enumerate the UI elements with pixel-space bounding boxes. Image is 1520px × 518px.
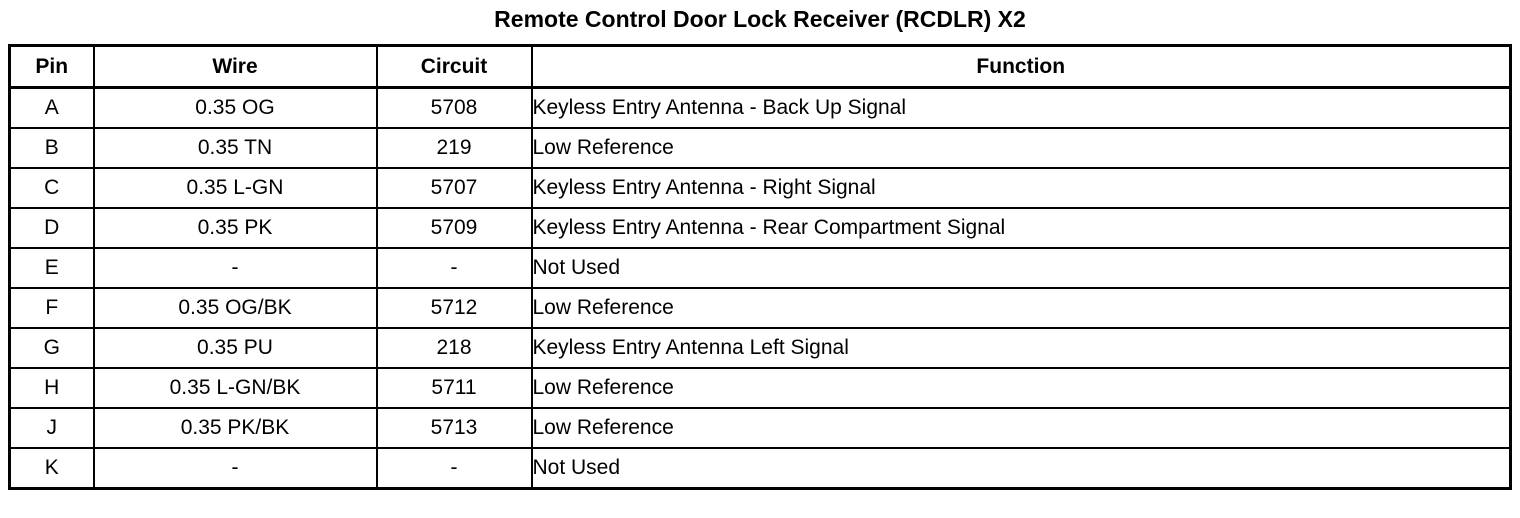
circuit-cell: 218 [375,327,533,369]
function-cell: Not Used [530,447,1512,490]
circuit-cell: 5707 [375,167,533,209]
header-row: Pin Wire Circuit Function [8,44,1512,89]
table-row: E--Not Used [8,247,1512,289]
pin-cell: D [8,207,95,249]
pin-cell: C [8,167,95,209]
column-header-circuit: Circuit [375,44,533,89]
column-header-function: Function [530,44,1512,89]
wire-cell: 0.35 L-GN/BK [92,367,378,409]
column-header-wire: Wire [92,44,378,89]
function-cell: Keyless Entry Antenna - Back Up Signal [530,86,1512,129]
pin-cell: F [8,287,95,329]
circuit-cell: - [375,447,533,490]
wire-cell: 0.35 PK [92,207,378,249]
circuit-cell: 5709 [375,207,533,249]
pin-cell: G [8,327,95,369]
wire-cell: 0.35 PK/BK [92,407,378,449]
function-cell: Low Reference [530,367,1512,409]
wire-cell: - [92,247,378,289]
wire-cell: 0.35 TN [92,127,378,169]
pin-cell: A [8,86,95,129]
circuit-cell: 5712 [375,287,533,329]
table-row: K--Not Used [8,447,1512,490]
circuit-cell: - [375,247,533,289]
wire-cell: - [92,447,378,490]
function-cell: Low Reference [530,287,1512,329]
wire-cell: 0.35 L-GN [92,167,378,209]
table-header: Pin Wire Circuit Function [8,44,1512,89]
pin-cell: H [8,367,95,409]
circuit-cell: 219 [375,127,533,169]
circuit-cell: 5708 [375,86,533,129]
column-header-pin: Pin [8,44,95,89]
page-title: Remote Control Door Lock Receiver (RCDLR… [494,6,1026,32]
wire-cell: 0.35 OG [92,86,378,129]
circuit-cell: 5713 [375,407,533,449]
circuit-cell: 5711 [375,367,533,409]
function-cell: Keyless Entry Antenna - Rear Compartment… [530,207,1512,249]
pin-cell: E [8,247,95,289]
wire-cell: 0.35 PU [92,327,378,369]
pin-cell: B [8,127,95,169]
pin-cell: K [8,447,95,490]
function-cell: Keyless Entry Antenna Left Signal [530,327,1512,369]
pin-cell: J [8,407,95,449]
wire-cell: 0.35 OG/BK [92,287,378,329]
function-cell: Low Reference [530,407,1512,449]
function-cell: Low Reference [530,127,1512,169]
function-cell: Keyless Entry Antenna - Right Signal [530,167,1512,209]
function-cell: Not Used [530,247,1512,289]
